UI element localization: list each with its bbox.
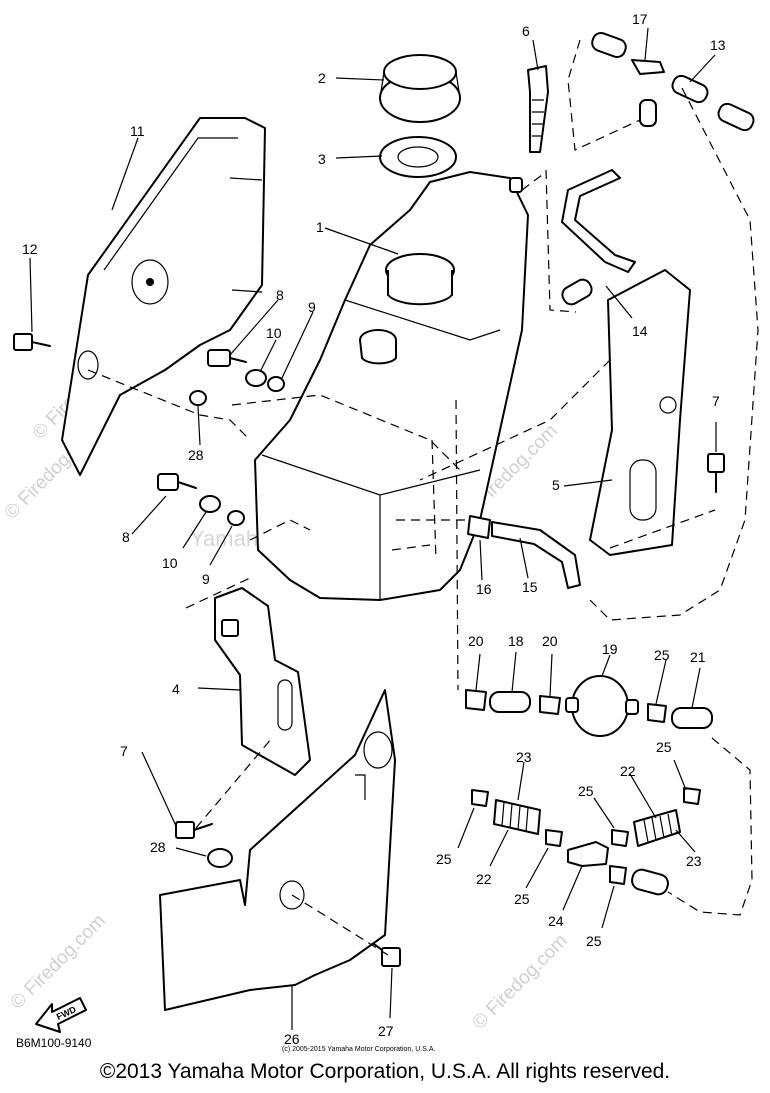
diagram-part-number: B6M100-9140	[16, 1036, 92, 1050]
fuel-filter-assembly	[465, 675, 713, 737]
callout-25-a: 25	[654, 647, 670, 663]
callout-28-lower: 28	[150, 839, 166, 855]
callout-4: 4	[172, 681, 180, 697]
tank-bracket-left-part	[214, 587, 311, 776]
forward-direction-arrow: FWD	[35, 997, 87, 1033]
callout-13: 13	[710, 37, 726, 53]
callout-28-upper: 28	[188, 447, 204, 463]
mount-hardware-upper	[189, 349, 285, 406]
band-strap-part	[527, 65, 549, 153]
callout-7-lower: 7	[120, 743, 128, 759]
callout-25-d: 25	[436, 851, 452, 867]
callout-18: 18	[508, 633, 524, 649]
callout-3: 3	[318, 151, 326, 167]
tank-bracket-right-part	[589, 269, 691, 556]
callout-9-upper: 9	[308, 299, 316, 315]
small-copyright-notice: (c) 2005-2015 Yamaha Motor Corporation, …	[282, 1046, 436, 1053]
callout-1: 1	[316, 219, 324, 235]
callout-25-f: 25	[586, 933, 602, 949]
callout-14: 14	[632, 323, 648, 339]
fuel-cap-part	[379, 54, 461, 123]
bolt-part-12	[13, 333, 51, 351]
callout-23-upper: 23	[516, 749, 532, 765]
callout-16: 16	[476, 581, 492, 597]
bolt-part-7-right	[707, 453, 725, 493]
callout-25-e: 25	[514, 891, 530, 907]
hose-fittings-part	[471, 787, 701, 896]
callout-7-right: 7	[712, 393, 720, 409]
side-cover-left-part	[61, 117, 266, 476]
callout-23-lower: 23	[686, 853, 702, 869]
callout-8-upper: 8	[276, 287, 284, 303]
callout-20-left: 20	[468, 633, 484, 649]
mount-hardware-lower	[157, 473, 245, 526]
copyright-footer: ©2013 Yamaha Motor Corporation, U.S.A. A…	[99, 1060, 671, 1083]
callout-17: 17	[632, 11, 648, 27]
cap-gasket-part	[379, 136, 457, 178]
callout-19: 19	[602, 641, 618, 657]
vent-hoses-part	[561, 31, 755, 306]
bolt-part-27	[373, 943, 401, 967]
callout-6: 6	[522, 23, 530, 39]
callout-2: 2	[318, 70, 326, 86]
callout-11: 11	[130, 123, 145, 139]
callout-8-lower: 8	[122, 529, 130, 545]
washer-part-28-lower	[207, 848, 233, 868]
callout-27: 27	[378, 1023, 394, 1039]
side-cover-lower-part	[159, 689, 396, 1011]
callout-10-lower: 10	[162, 555, 178, 571]
callout-15: 15	[522, 579, 538, 595]
callout-24: 24	[548, 913, 564, 929]
callout-5: 5	[552, 477, 560, 493]
callout-22-right: 22	[620, 763, 636, 779]
fuel-hose-part	[467, 515, 581, 589]
callout-25-c: 25	[578, 783, 594, 799]
callout-9-lower: 9	[202, 571, 210, 587]
callout-leaders	[29, 27, 717, 1030]
callout-26: 26	[284, 1031, 300, 1047]
watermark-bottom-right: © Firedog.com	[469, 930, 572, 1033]
callout-21: 21	[690, 649, 706, 665]
fuel-tank-part	[254, 171, 529, 601]
callout-12: 12	[22, 241, 38, 257]
watermark-bottom-left: © Firedog.com	[7, 910, 110, 1013]
callout-25-b: 25	[656, 739, 672, 755]
callout-22-left: 22	[476, 871, 492, 887]
callout-20-right: 20	[542, 633, 558, 649]
bolt-part-7-lower	[175, 821, 213, 839]
assembly-dashed-lines	[87, 39, 759, 956]
callout-10-upper: 10	[266, 325, 282, 341]
callout-numbers: 1 2 3 6 17 13 14 11 12 8 10 9 28 8 10 9 …	[22, 11, 726, 1047]
